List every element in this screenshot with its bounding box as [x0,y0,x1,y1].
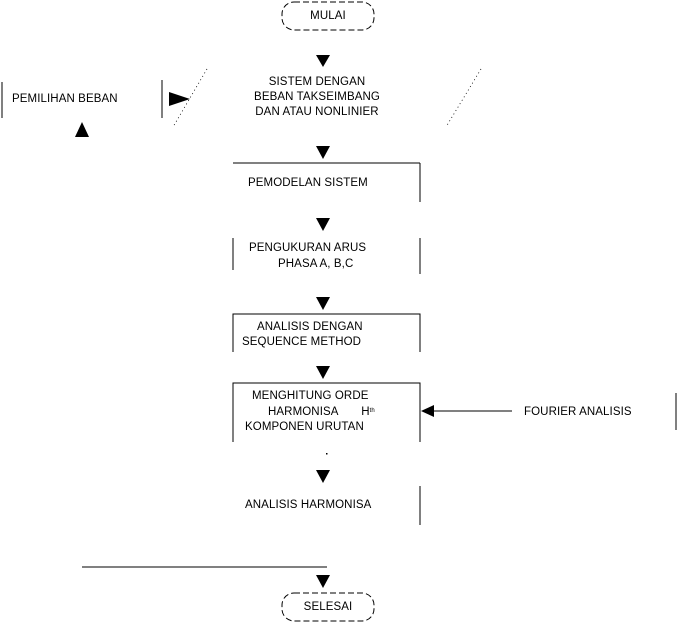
arrow-system-to-modeling [316,146,330,159]
compute-order-line3: KOMPONEN URUTAN [245,421,364,433]
analysis-sequence-line1: ANALISIS DENGAN [257,321,363,333]
modeling-box [233,162,421,202]
arrow-start-to-system [316,55,330,67]
start-terminator [281,1,375,31]
harmonic-analysis-label: ANALISIS HARMONISA [245,499,372,511]
load-selection-box [1,80,163,118]
arrow-to-end [316,575,330,588]
fourier-arrow [421,405,512,417]
compute-order-line1: MENGHITUNG ORDE [252,390,369,402]
arrow-measurement-to-analysis [316,297,330,310]
analysis-sequence-box [232,313,421,352]
arrow-modeling-to-measurement [316,218,330,231]
system-label-line2: BEBAN TAKSEIMBANG [254,91,380,103]
load-selection-arrow-up [75,122,89,137]
fourier-label: FOURIER ANALISIS [524,406,632,418]
compute-order-superscript: th [369,408,375,414]
measurement-label-line2: PHASA A, B,C [278,258,354,270]
load-selection-arrow-right [169,92,190,106]
arrow-compute-to-harmonic [316,470,330,483]
compute-order-line2-prefix: HARMONISA [268,406,338,418]
start-label: MULAI [310,10,346,22]
system-label-line1: SISTEM DENGAN [268,76,366,88]
modeling-label: PEMODELAN SISTEM [248,177,368,189]
measurement-label-line1: PENGUKURAN ARUS [249,242,367,254]
system-label-line3: DAN ATAU NONLINIER [255,106,379,118]
load-selection-label: PEMILIHAN BEBAN [12,93,118,105]
end-terminator [281,592,375,622]
analysis-sequence-line2: SEQUENCE METHOD [242,336,362,348]
arrow-analysis-to-compute [316,366,330,379]
compute-order-dot [326,453,328,455]
measurement-box [232,238,421,274]
compute-order-line2: HARMONISA Hth [268,404,375,420]
end-label: SELESAI [303,601,353,613]
compute-order-symbol: H [361,406,370,418]
compute-order-box [232,382,421,442]
system-parallelogram [172,68,482,128]
